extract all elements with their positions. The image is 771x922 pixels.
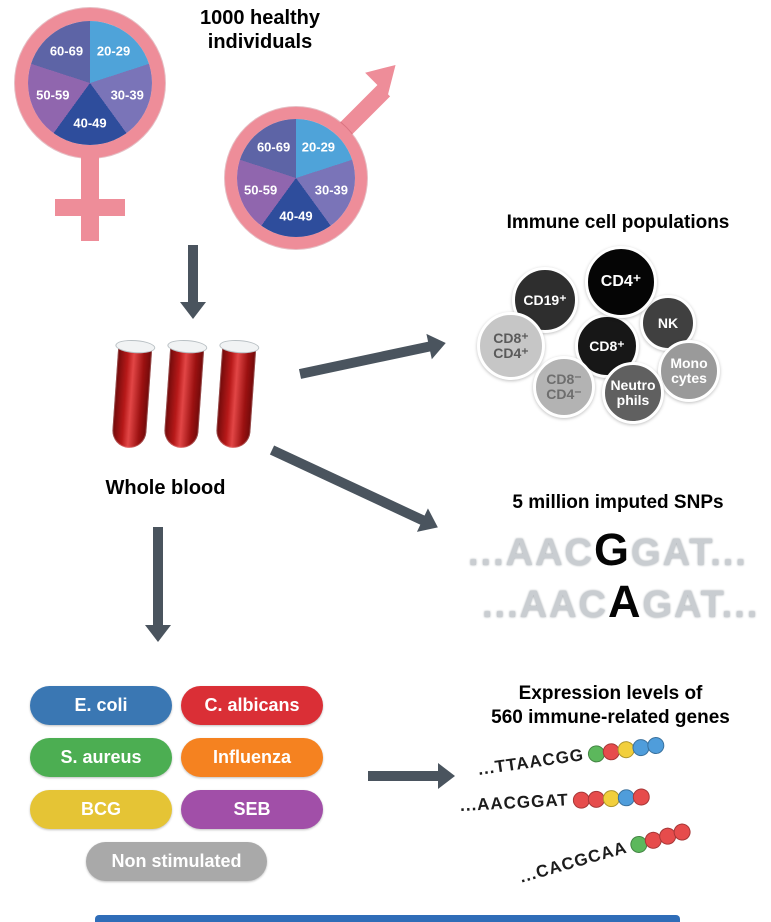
snp-sequence-row: ...AACGGAT... (468, 524, 768, 576)
blood-tube-icon (163, 338, 208, 450)
blue-bead (646, 735, 666, 755)
cell-label: Neutro phils (610, 377, 656, 408)
stimulus-ecoli: E. coli (30, 686, 172, 725)
age-label-60-69: 60-69 (49, 43, 84, 59)
expression-title: Expression levels of 560 immune-related … (491, 683, 730, 728)
arrow-shaft (269, 445, 426, 526)
probe-sequence: ...AACGGAT (459, 790, 570, 815)
stimulus-non-stimulated: Non stimulated (86, 842, 267, 881)
snp-variant-allele: A (608, 575, 643, 627)
stimulus-c-albicans: C. albicans (181, 686, 323, 725)
stimulus-s-aureus: S. aureus (30, 738, 172, 777)
female-symbol-stem (81, 155, 99, 241)
arrow-blood-to-snps (269, 445, 444, 540)
cell-cd8pos-cd4pos: CD8⁺ CD4⁺ (477, 312, 545, 380)
age-label-30-39: 30-39 (314, 182, 349, 198)
snp-sequences: ...AACGGAT... ...AACAGAT... (468, 524, 768, 628)
male-symbol-arrow-shaft (339, 84, 391, 135)
female-ring: 20-29 30-39 40-49 50-59 60-69 (15, 8, 165, 158)
blood-tube-icon (111, 338, 156, 450)
age-label-30-39: 30-39 (110, 87, 144, 103)
cell-label: CD4⁺ (600, 272, 642, 290)
arrow-head-icon (145, 625, 171, 642)
snp-prefix: ...AAC (468, 532, 594, 574)
age-label-40-49: 40-49 (279, 208, 313, 224)
probe-sequence: ...CACGCAA (517, 837, 630, 887)
gene-probe: ...CACGCAA (517, 820, 693, 888)
probe-sequence: ...TTAACGG (476, 745, 586, 779)
probe-beads (628, 821, 693, 855)
female-symbol-crossbar (55, 199, 125, 216)
probe-beads (572, 787, 651, 809)
snp-sequence-row: ...AACAGAT... (482, 576, 768, 628)
snp-prefix: ...AAC (482, 583, 608, 626)
cohort-title: 1000 healthy individuals (199, 7, 321, 53)
cell-label: Mono cytes (670, 355, 708, 386)
male-ring: 20-29 30-39 40-49 50-59 60-69 (225, 107, 367, 249)
arrow-shaft (153, 527, 163, 626)
arrow-shaft (298, 341, 432, 379)
tube-blood (215, 347, 257, 450)
snp-suffix: GAT... (642, 583, 760, 626)
cropped-bottom-bar (95, 915, 680, 922)
female-symbol: 20-29 30-39 40-49 50-59 60-69 (15, 8, 165, 248)
cell-label: CD8⁺ CD4⁺ (493, 330, 529, 361)
whole-blood-label: Whole blood (105, 477, 226, 499)
female-age-pie: 20-29 30-39 40-49 50-59 60-69 (28, 21, 152, 145)
arrow-shaft (368, 771, 439, 781)
age-label-20-29: 20-29 (301, 139, 336, 155)
blood-tube-icon (215, 338, 260, 450)
age-label-50-59: 50-59 (36, 87, 70, 103)
stimulus-seb: SEB (181, 790, 323, 829)
cell-label: NK (657, 314, 679, 331)
arrow-shaft (188, 245, 198, 303)
snp-variant-allele: G (594, 524, 632, 575)
cell-neutrophils: Neutro phils (602, 362, 664, 424)
tube-blood (163, 347, 205, 450)
immune-cells-title: Immune cell populations (506, 212, 730, 233)
arrow-head-icon (438, 763, 455, 789)
arrow-head-icon (180, 302, 206, 319)
age-label-40-49: 40-49 (73, 115, 107, 131)
snp-suffix: GAT... (631, 532, 748, 574)
gene-probe: ...AACGGAT (459, 786, 651, 816)
cell-label: CD19⁺ (523, 291, 567, 308)
male-age-pie: 20-29 30-39 40-49 50-59 60-69 (237, 119, 355, 237)
cell-cd4: CD4⁺ (585, 246, 657, 318)
cell-label: CD8⁺ (589, 337, 625, 354)
male-symbol: 20-29 30-39 40-49 50-59 60-69 (225, 53, 407, 255)
probe-beads (586, 735, 666, 763)
arrow-head-icon (426, 330, 449, 360)
blood-tubes (111, 338, 275, 458)
cell-cd8neg-cd4neg: CD8⁻ CD4⁻ (533, 356, 595, 418)
tube-blood (111, 347, 153, 450)
cell-label: CD8⁻ CD4⁻ (546, 371, 582, 402)
age-label-60-69: 60-69 (256, 139, 291, 155)
snps-title: 5 million imputed SNPs (512, 492, 724, 513)
arrow-blood-to-cells (298, 330, 449, 379)
stimulus-bcg: BCG (30, 790, 172, 829)
age-label-20-29: 20-29 (96, 43, 131, 59)
cell-nk: NK (640, 295, 696, 351)
immune-cell-cluster: NK Mono cytes CD19⁺ CD8⁺ CD8⁻ CD4⁻ Neutr… (468, 246, 768, 433)
age-label-50-59: 50-59 (243, 182, 278, 198)
red-bead (632, 787, 651, 806)
stimulus-influenza: Influenza (181, 738, 323, 777)
cell-monocytes: Mono cytes (658, 340, 720, 402)
gene-probe: ...TTAACGG (477, 734, 666, 780)
